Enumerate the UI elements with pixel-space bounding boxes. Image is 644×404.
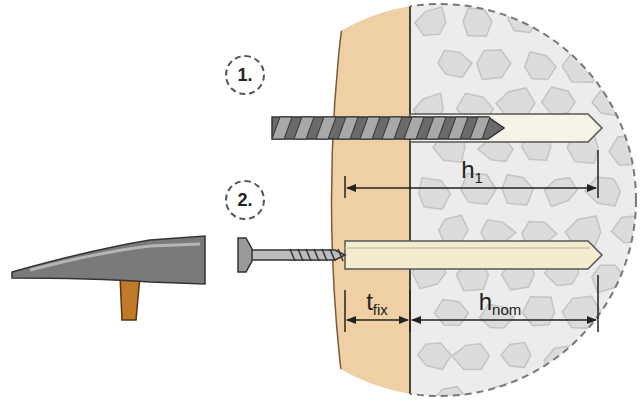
hammer-handle	[120, 276, 140, 320]
callout-circle: 2.	[225, 180, 265, 220]
stone-texture	[412, 3, 644, 404]
stone-wall	[410, 0, 644, 404]
dimension-label: hnom	[479, 290, 522, 314]
drill-hole	[410, 114, 602, 142]
dimension-label: h1	[461, 158, 483, 182]
wall-plug	[345, 241, 602, 269]
wood-panel	[332, 0, 411, 404]
hammer-head	[12, 236, 205, 284]
screw-thread	[290, 249, 343, 261]
callout-number: 2.	[237, 190, 252, 211]
screw-shank	[250, 250, 345, 260]
dimension-lines	[345, 150, 598, 332]
dimension-label: tfix	[366, 290, 388, 314]
callout-circle: 1.	[225, 55, 265, 95]
detail-outline	[410, 4, 636, 396]
screw-head	[238, 238, 252, 272]
wood-edge	[409, 0, 411, 404]
drill-bit	[272, 117, 504, 139]
callout-number: 1.	[237, 65, 252, 86]
